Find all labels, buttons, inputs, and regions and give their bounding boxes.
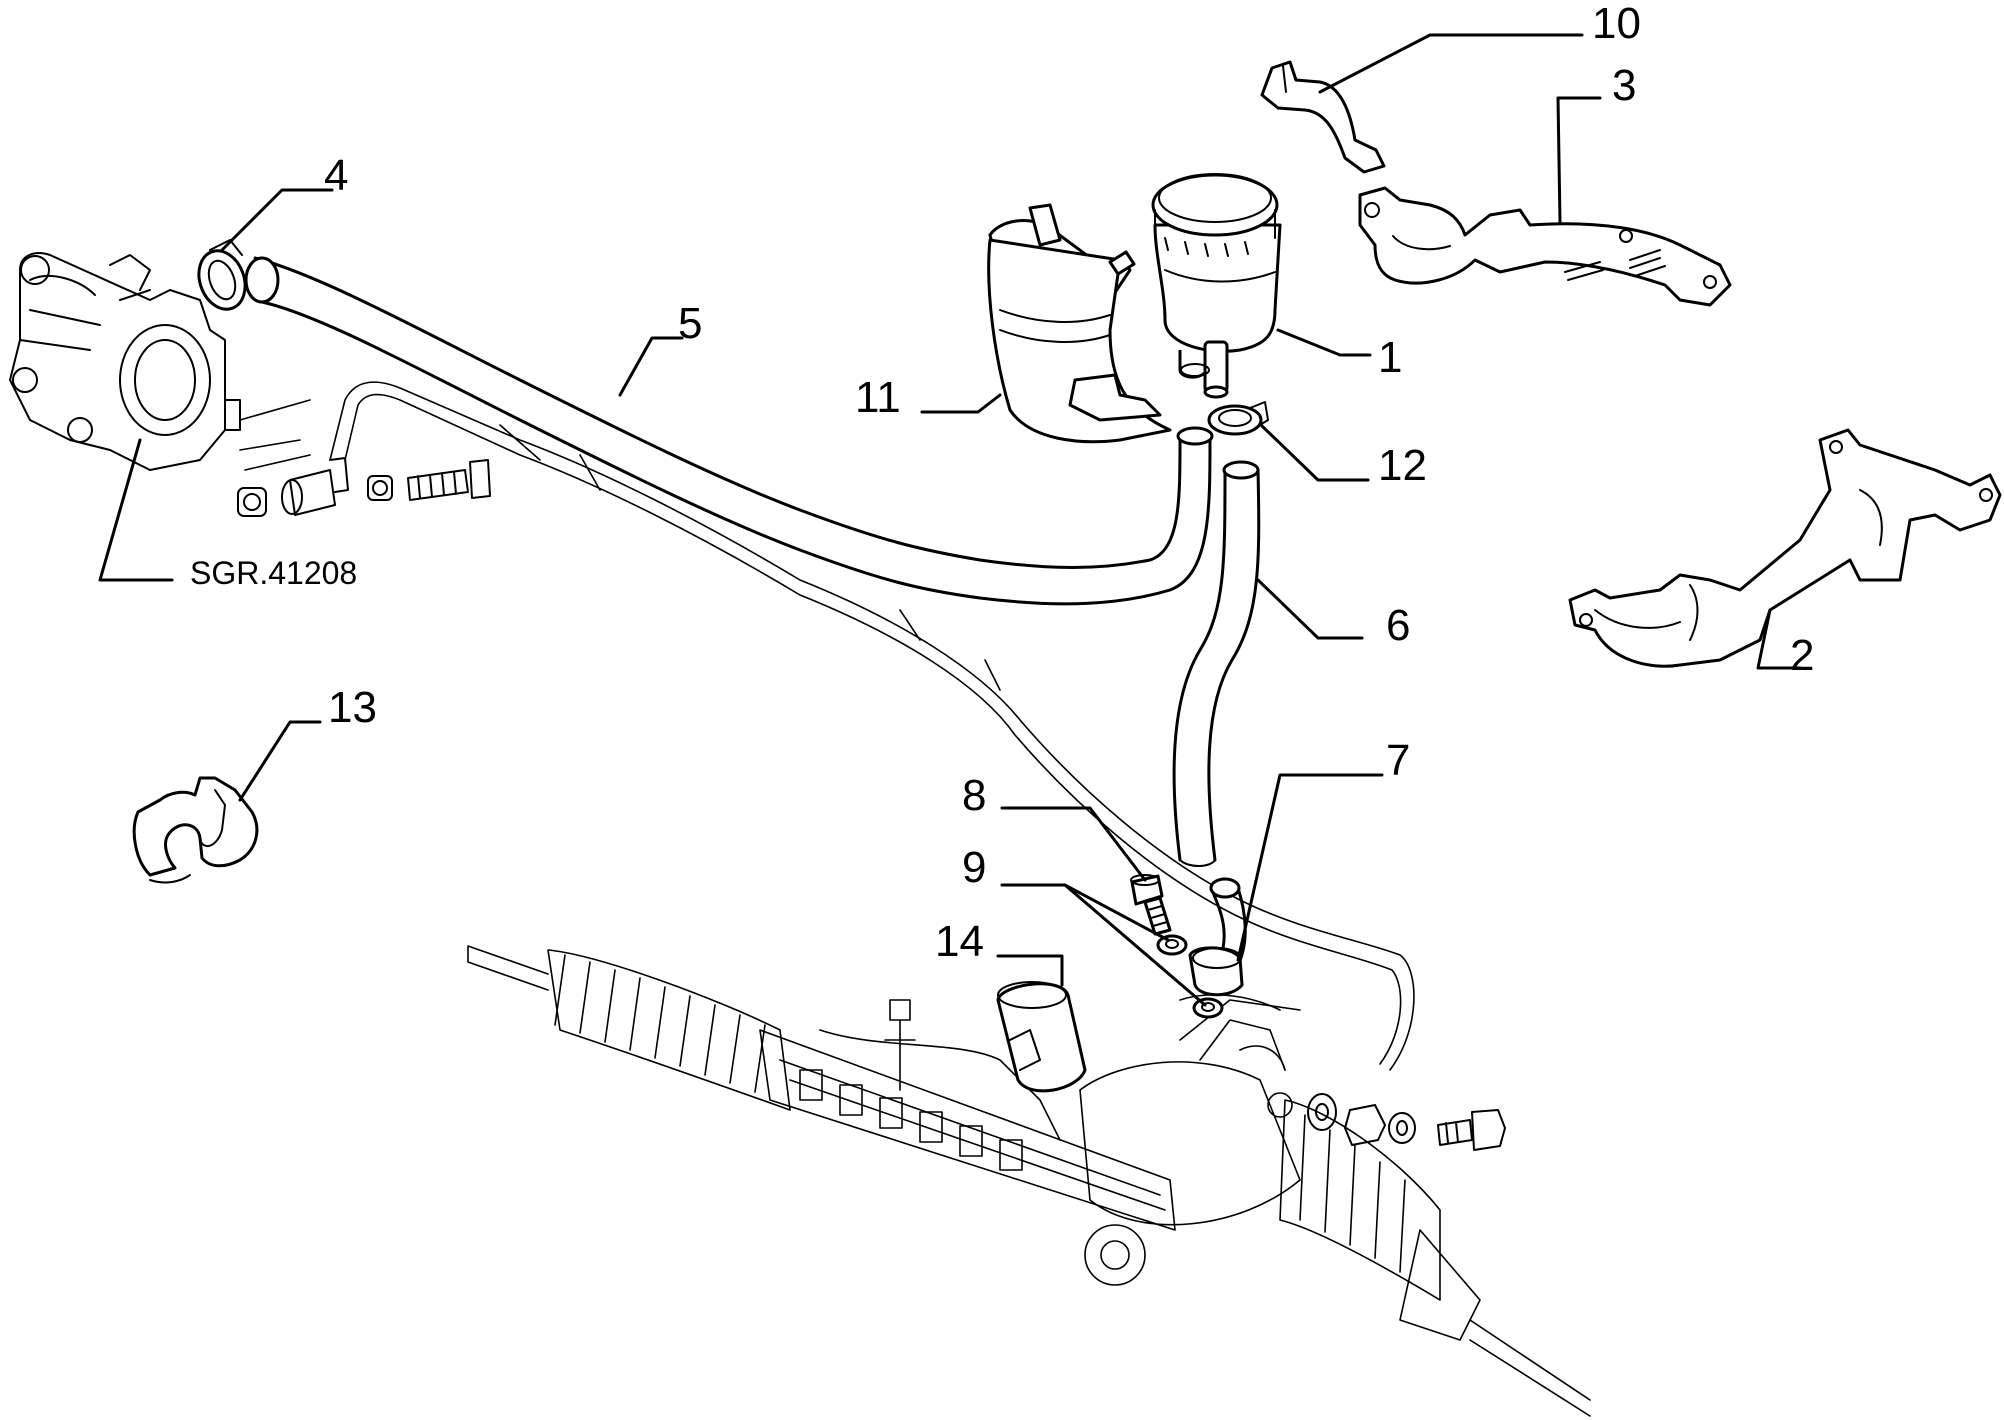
callout-8: 8 (962, 771, 986, 820)
callout-6: 6 (1386, 601, 1410, 650)
callout-13: 13 (328, 683, 377, 732)
power-steering-pump (9, 252, 241, 471)
return-hose-5 (244, 256, 1214, 606)
callout-leader-lines (98, 33, 1802, 1007)
callout-4: 4 (324, 151, 348, 200)
supply-hose-6 (1172, 460, 1261, 867)
reference-code: SGR.41208 (190, 555, 357, 591)
fitting-bolt-set (1307, 1093, 1506, 1151)
callout-3: 3 (1612, 61, 1636, 110)
mounting-bracket-3 (1358, 186, 1732, 307)
reservoir-bracket-11 (987, 203, 1172, 444)
hose-clamp-4 (197, 239, 247, 311)
callout-7: 7 (1386, 736, 1410, 785)
banjo-bolt-8 (1130, 874, 1172, 936)
mounting-bracket-2 (1568, 428, 2002, 668)
callout-2: 2 (1790, 631, 1814, 680)
retaining-clip-10 (1260, 60, 1386, 174)
hose-clamp-12 (1207, 401, 1269, 436)
callout-labels: 1 2 3 4 5 6 7 8 9 10 11 12 13 14 SGR.412… (190, 0, 1814, 966)
callout-11: 11 (855, 373, 901, 422)
fluid-reservoir-1 (1151, 173, 1282, 399)
callout-10: 10 (1592, 0, 1641, 48)
hose-clip-13 (132, 776, 259, 884)
callout-5: 5 (678, 299, 702, 348)
callout-9: 9 (962, 843, 986, 892)
pump-fittings (237, 399, 491, 517)
pressure-line-ghost (329, 381, 1415, 1071)
callout-12: 12 (1378, 441, 1427, 490)
callout-14: 14 (935, 917, 984, 966)
callout-1: 1 (1378, 333, 1402, 382)
protective-cap-14 (996, 981, 1087, 1093)
pipe-elbow-7 (1188, 877, 1247, 997)
